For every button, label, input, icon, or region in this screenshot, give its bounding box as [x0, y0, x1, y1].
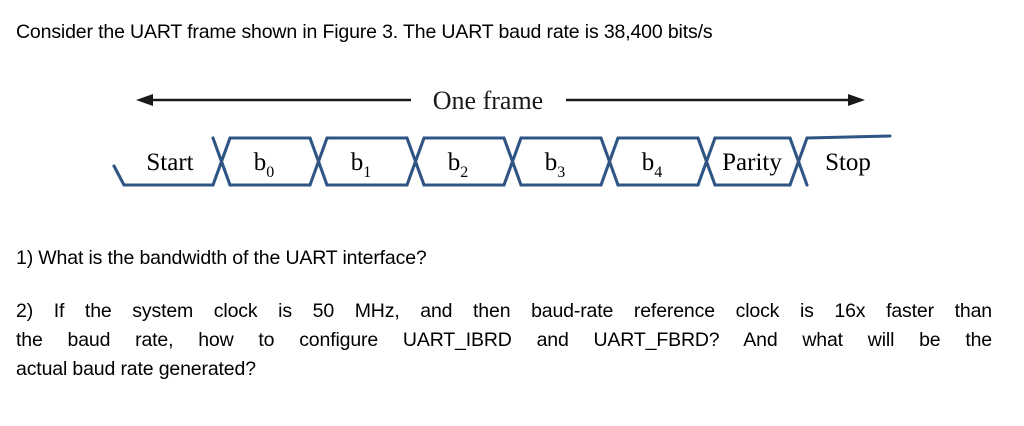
cell-label-b4-sub: 4	[654, 164, 662, 181]
cell-label-stop: Stop	[825, 149, 871, 176]
cell-label-b2-base: b	[448, 149, 461, 176]
question-2-line-3: actual baud rate generated?	[16, 358, 256, 380]
waveform-stop-cell	[805, 134, 892, 140]
waveform-cell-b1	[325, 136, 409, 187]
waveform-cell-parity	[713, 136, 792, 187]
cell-label-b0-base: b	[254, 149, 267, 176]
waveform-start-cell	[112, 164, 215, 187]
cell-label-start: Start	[146, 149, 193, 176]
cell-label-b1-base: b	[351, 149, 364, 176]
waveform-edge-start-b0-fall	[211, 136, 232, 187]
cell-label-b3-base: b	[545, 149, 558, 176]
waveform-edge-b4-parity	[696, 136, 717, 187]
waveform-cell-b2	[422, 136, 506, 187]
cell-label-b4: b4	[642, 149, 663, 181]
cell-label-b1: b1	[351, 149, 372, 181]
uart-waveform	[112, 134, 892, 187]
cell-label-b1-sub: 1	[363, 164, 371, 181]
waveform-edge-b0-b1	[308, 136, 329, 187]
waveform-edge-parity-stop	[788, 136, 809, 187]
question-2-line-2: the baud rate, how to configure UART_IBR…	[16, 329, 992, 351]
question-2-line-1: 2) If the system clock is 50 MHz, and th…	[16, 300, 992, 322]
waveform-edge-b2-b3	[502, 136, 523, 187]
uart-frame-svg: One frame	[112, 86, 892, 187]
waveform-labels: Start b0 b1 b2 b3 b4 Parity Stop	[146, 149, 871, 181]
arrow-head-right-icon	[848, 94, 865, 106]
cell-label-b2: b2	[448, 149, 469, 181]
waveform-edge-b1-b2	[405, 136, 426, 187]
cell-label-b2-sub: 2	[460, 164, 468, 181]
intro-statement: Consider the UART frame shown in Figure …	[16, 21, 713, 43]
frame-caption-label: One frame	[433, 86, 543, 115]
cell-label-b0: b0	[254, 149, 275, 181]
arrow-head-left-icon	[136, 94, 153, 106]
one-frame-measure-arrow: One frame	[136, 86, 865, 115]
cell-label-b4-base: b	[642, 149, 655, 176]
waveform-cell-b4	[616, 136, 700, 187]
cell-label-parity: Parity	[722, 149, 782, 176]
uart-frame-figure: One frame	[0, 70, 1024, 200]
cell-label-b3: b3	[545, 149, 566, 181]
question-2-text: 2) If the system clock is 50 MHz, and th…	[16, 297, 992, 384]
waveform-cell-b3	[519, 136, 603, 187]
cell-label-b0-sub: 0	[266, 164, 274, 181]
waveform-edge-b3-b4	[599, 136, 620, 187]
question-1-text: 1) What is the bandwidth of the UART int…	[16, 247, 427, 269]
waveform-cell-b0	[228, 136, 312, 187]
cell-label-b3-sub: 3	[557, 164, 565, 181]
